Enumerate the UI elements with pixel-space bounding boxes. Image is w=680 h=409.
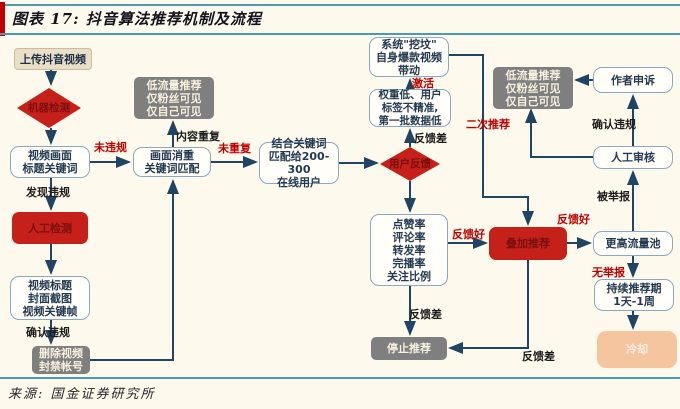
edge-label-confirm-violate-right: 确认违规 (592, 118, 636, 131)
edge-stack-rec-to-stop-rec (448, 260, 529, 354)
node-match-online-users: 结合关键词 匹配给200-300 在线用户 (259, 137, 339, 189)
edge-label-no-report: 无举报 (592, 266, 625, 279)
figure-title: 图表 17: 抖音算法推荐机制及流程 (12, 10, 262, 28)
edge-label-content-dup: 内容重复 (176, 130, 220, 143)
node-delete-video-ban: 删除视频 封禁帐号 (32, 346, 90, 374)
edge-label-feedback-bad-top: 反馈差 (414, 132, 447, 145)
source-note: 来源: 国金证券研究所 (8, 387, 156, 402)
edge-label-feedback-bad-bottom: 反馈差 (522, 350, 555, 363)
edge-label-confirm-violate-left: 确认违规 (26, 326, 70, 339)
edge-label-feedback-good-right: 反馈好 (557, 213, 590, 226)
edge-label-not-dup: 未重复 (218, 142, 251, 155)
node-higher-traffic-pool: 更高流量池 (593, 231, 673, 256)
node-feedback-metrics: 点赞率 评论率 转发率 完播率 关注比例 (370, 214, 448, 286)
edge-manual-review-to-low-traffic-right (525, 108, 593, 158)
edge-label-second-recommend: 二次推荐 (466, 118, 510, 131)
title-accent-bar (0, 2, 5, 36)
node-low-weight-reason: 权重低、用户 标签不精准, 第一批数据低 (369, 89, 451, 127)
title-bottom-rule (0, 33, 680, 35)
edge-label-found-violate: 发现违规 (26, 186, 70, 199)
node-video-frame-keywords: 视频画面 标题关键词 (10, 146, 90, 178)
node-stack-recommend: 叠加推荐 (489, 227, 567, 260)
node-manual-check: 人工检测 (12, 212, 88, 244)
edge-label-feedback-good-left: 反馈好 (452, 228, 485, 241)
edge-label-not-violate: 未违规 (94, 141, 127, 154)
node-sustain-period: 持续推荐期 1天-1周 (594, 279, 674, 311)
edge-label-reported: 被举报 (597, 190, 630, 203)
edge-label-feedback-bad-mid: 反馈差 (409, 308, 442, 321)
title-top-rule (0, 4, 680, 6)
node-author-appeal: 作者申诉 (593, 67, 673, 93)
node-video-title-cover: 视频标题 封面截图 视频关键帧 (10, 276, 90, 320)
node-upload-video: 上传抖音视频 (14, 48, 92, 70)
node-system-dig-grave: 系统"挖坟" 自身爆款视频 带动 (369, 37, 449, 77)
node-manual-review: 人工审核 (593, 146, 673, 169)
node-stop-recommend: 停止推荐 (371, 337, 447, 360)
edge-delete-to-dedup (90, 179, 179, 361)
edge-label-activate: 激活 (412, 77, 434, 90)
footer-rule (0, 377, 680, 379)
node-low-traffic-left: 低流量推荐 仅粉丝可见 仅自己可见 (134, 77, 214, 119)
node-low-traffic-right: 低流量推荐 仅粉丝可见 仅自己可见 (493, 67, 573, 109)
node-dedup-match: 画面消重 关键词匹配 (133, 147, 211, 177)
edge-dig-grave-to-stack-rec (449, 54, 534, 226)
node-cooling: 冷却 (597, 331, 677, 368)
